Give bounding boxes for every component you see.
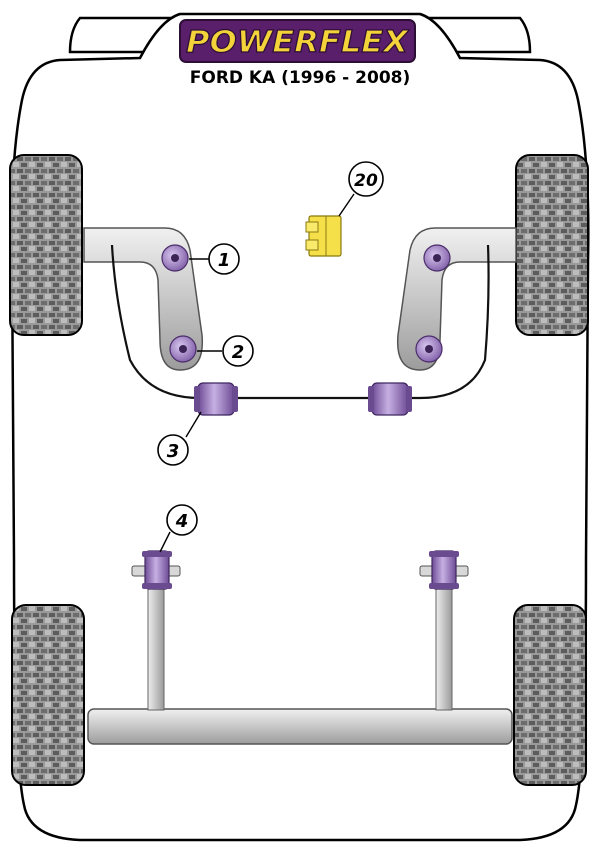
svg-text:20: 20 (354, 171, 378, 191)
svg-text:4: 4 (175, 511, 189, 532)
bush-2-right (415, 335, 443, 363)
bush-1-left (161, 244, 189, 272)
callout-3: 3 (157, 434, 189, 466)
svg-text:1: 1 (218, 250, 231, 271)
callout-2: 2 (222, 335, 254, 367)
subtitle: FORD KA (1996 - 2008) (190, 68, 411, 88)
front-left-tyre (9, 154, 83, 336)
anti-roll-bar (110, 244, 490, 400)
arb-bush-right (368, 382, 412, 416)
callout-1: 1 (208, 243, 240, 275)
rear-beam-axle (87, 708, 513, 745)
rear-right-tyre (513, 604, 587, 786)
bush-2-left (169, 335, 197, 363)
svg-text:3: 3 (167, 441, 180, 462)
svg-text:2: 2 (232, 342, 245, 363)
rear-left-trailing-arm (147, 579, 165, 711)
yellow-mount-insert (305, 215, 342, 257)
rear-right-trailing-arm (435, 579, 453, 711)
callout-3-leader (185, 411, 202, 438)
callout-4-leader (159, 531, 171, 553)
rear-bush-right (419, 550, 469, 590)
logo-text: POWERFLEX (186, 25, 410, 60)
bush-1-right (423, 244, 451, 272)
rear-bush-left (131, 550, 181, 590)
arb-bush-left (194, 382, 238, 416)
powerflex-logo: POWERFLEX (179, 19, 416, 63)
front-right-tyre (515, 154, 589, 336)
callout-4: 4 (166, 504, 198, 536)
rear-left-tyre (11, 604, 85, 786)
callout-20-leader (338, 193, 355, 217)
callout-20: 20 (348, 161, 384, 197)
